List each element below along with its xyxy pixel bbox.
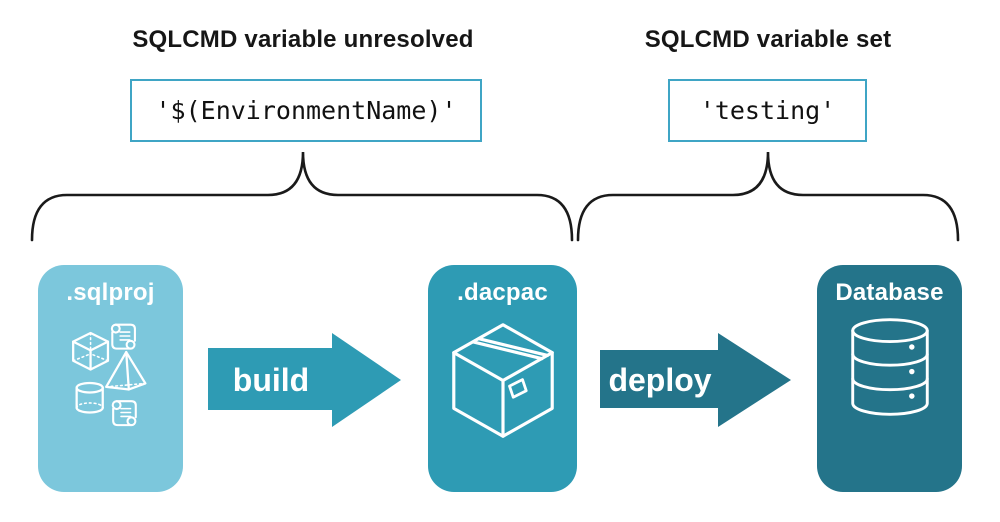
stage-card-database: Database [817, 265, 962, 492]
deploy-arrow: deploy [600, 333, 791, 427]
right-heading: SQLCMD variable set [644, 26, 892, 53]
stage-card-sqlproj: .sqlproj [38, 265, 183, 492]
right-brace-icon [576, 151, 960, 242]
deploy-arrow-label: deploy [608, 362, 711, 398]
left-brace-icon [30, 151, 574, 242]
stage-card-dacpac: .dacpac [428, 265, 577, 492]
left-heading: SQLCMD variable unresolved [132, 26, 474, 53]
stage-label: Database [835, 279, 944, 306]
build-arrow-shape [208, 333, 401, 427]
grouping-braces [30, 151, 960, 242]
unresolved-variable-code: '$(EnvironmentName)' [155, 96, 457, 125]
build-arrow: build [208, 333, 401, 427]
resolved-variable-code: 'testing' [699, 96, 836, 125]
package-box-icon [451, 323, 554, 438]
resolved-variable-box: 'testing' [668, 79, 867, 142]
stage-label: .sqlproj [66, 279, 155, 306]
database-cylinder-icon [850, 318, 929, 416]
build-arrow-label: build [233, 362, 309, 398]
deploy-arrow-shape [600, 333, 791, 427]
sql-project-objects-icon [71, 323, 146, 427]
stage-label: .dacpac [457, 279, 548, 306]
unresolved-variable-box: '$(EnvironmentName)' [130, 79, 482, 142]
